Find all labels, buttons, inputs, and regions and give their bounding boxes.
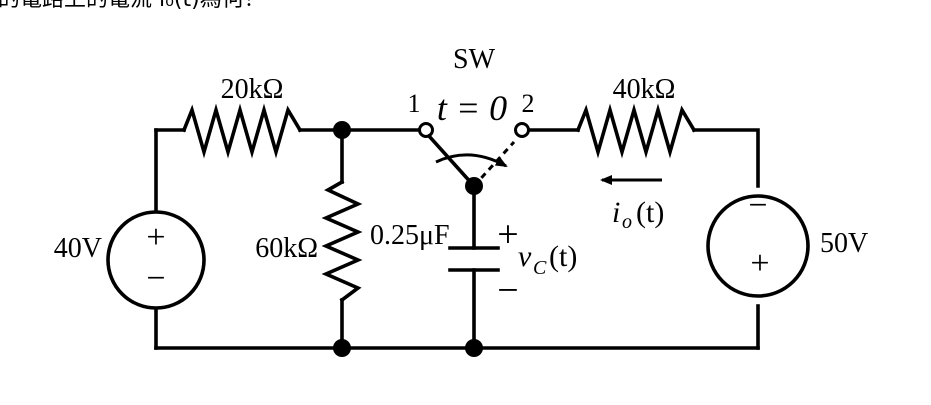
current-argument: (t): [636, 196, 664, 229]
voltage-label: v C (t): [518, 240, 577, 279]
resistor-60k: [321, 179, 363, 303]
capacitor-plus: +: [497, 214, 518, 256]
resistor-20k: [181, 103, 303, 159]
capacitor-label: 0.25μF: [370, 220, 450, 251]
switch-blade: [426, 133, 477, 189]
switch-contact-1: [418, 122, 434, 138]
switch-contact-2: [514, 122, 530, 138]
source-40v-plus: +: [146, 219, 165, 256]
wire-top-right-b: [692, 128, 760, 188]
heading-text: 的電路上的電流 i₀(t)為何？: [0, 0, 266, 12]
voltage-argument: (t): [549, 240, 577, 273]
source-50v-plus: +: [750, 245, 769, 282]
source2-label: 50V: [820, 228, 868, 259]
capacitor-minus: −: [497, 270, 518, 312]
voltage-source-40v: [106, 210, 206, 310]
source-40v-minus: −: [146, 260, 165, 297]
voltage-symbol: v: [518, 240, 532, 273]
switch-label: SW: [453, 44, 496, 75]
r3-label: 60kΩ: [255, 233, 318, 264]
switch-pos2-label: 2: [522, 89, 535, 118]
node-dot-top: [333, 121, 351, 139]
voltage-subscript: C: [533, 257, 547, 279]
switch-pos1-label: 1: [408, 89, 421, 118]
r2-label: 40kΩ: [613, 74, 676, 105]
source1-label: 40V: [54, 233, 102, 264]
node-dot-bottom-left: [333, 339, 351, 357]
voltage-source-50v: [706, 194, 810, 298]
switch-blade-dashed: [472, 140, 516, 188]
source-50v-minus: −: [748, 187, 767, 224]
current-symbol: i: [612, 196, 620, 229]
current-subscript: o: [622, 211, 632, 233]
switch-motion-arrow: [435, 153, 508, 168]
r1-label: 20kΩ: [221, 74, 284, 105]
current-label: i o (t): [612, 196, 664, 233]
switch-time-label: t = 0: [437, 88, 507, 128]
resistor-40k: [575, 103, 697, 159]
node-dot-bottom-right: [465, 339, 483, 357]
